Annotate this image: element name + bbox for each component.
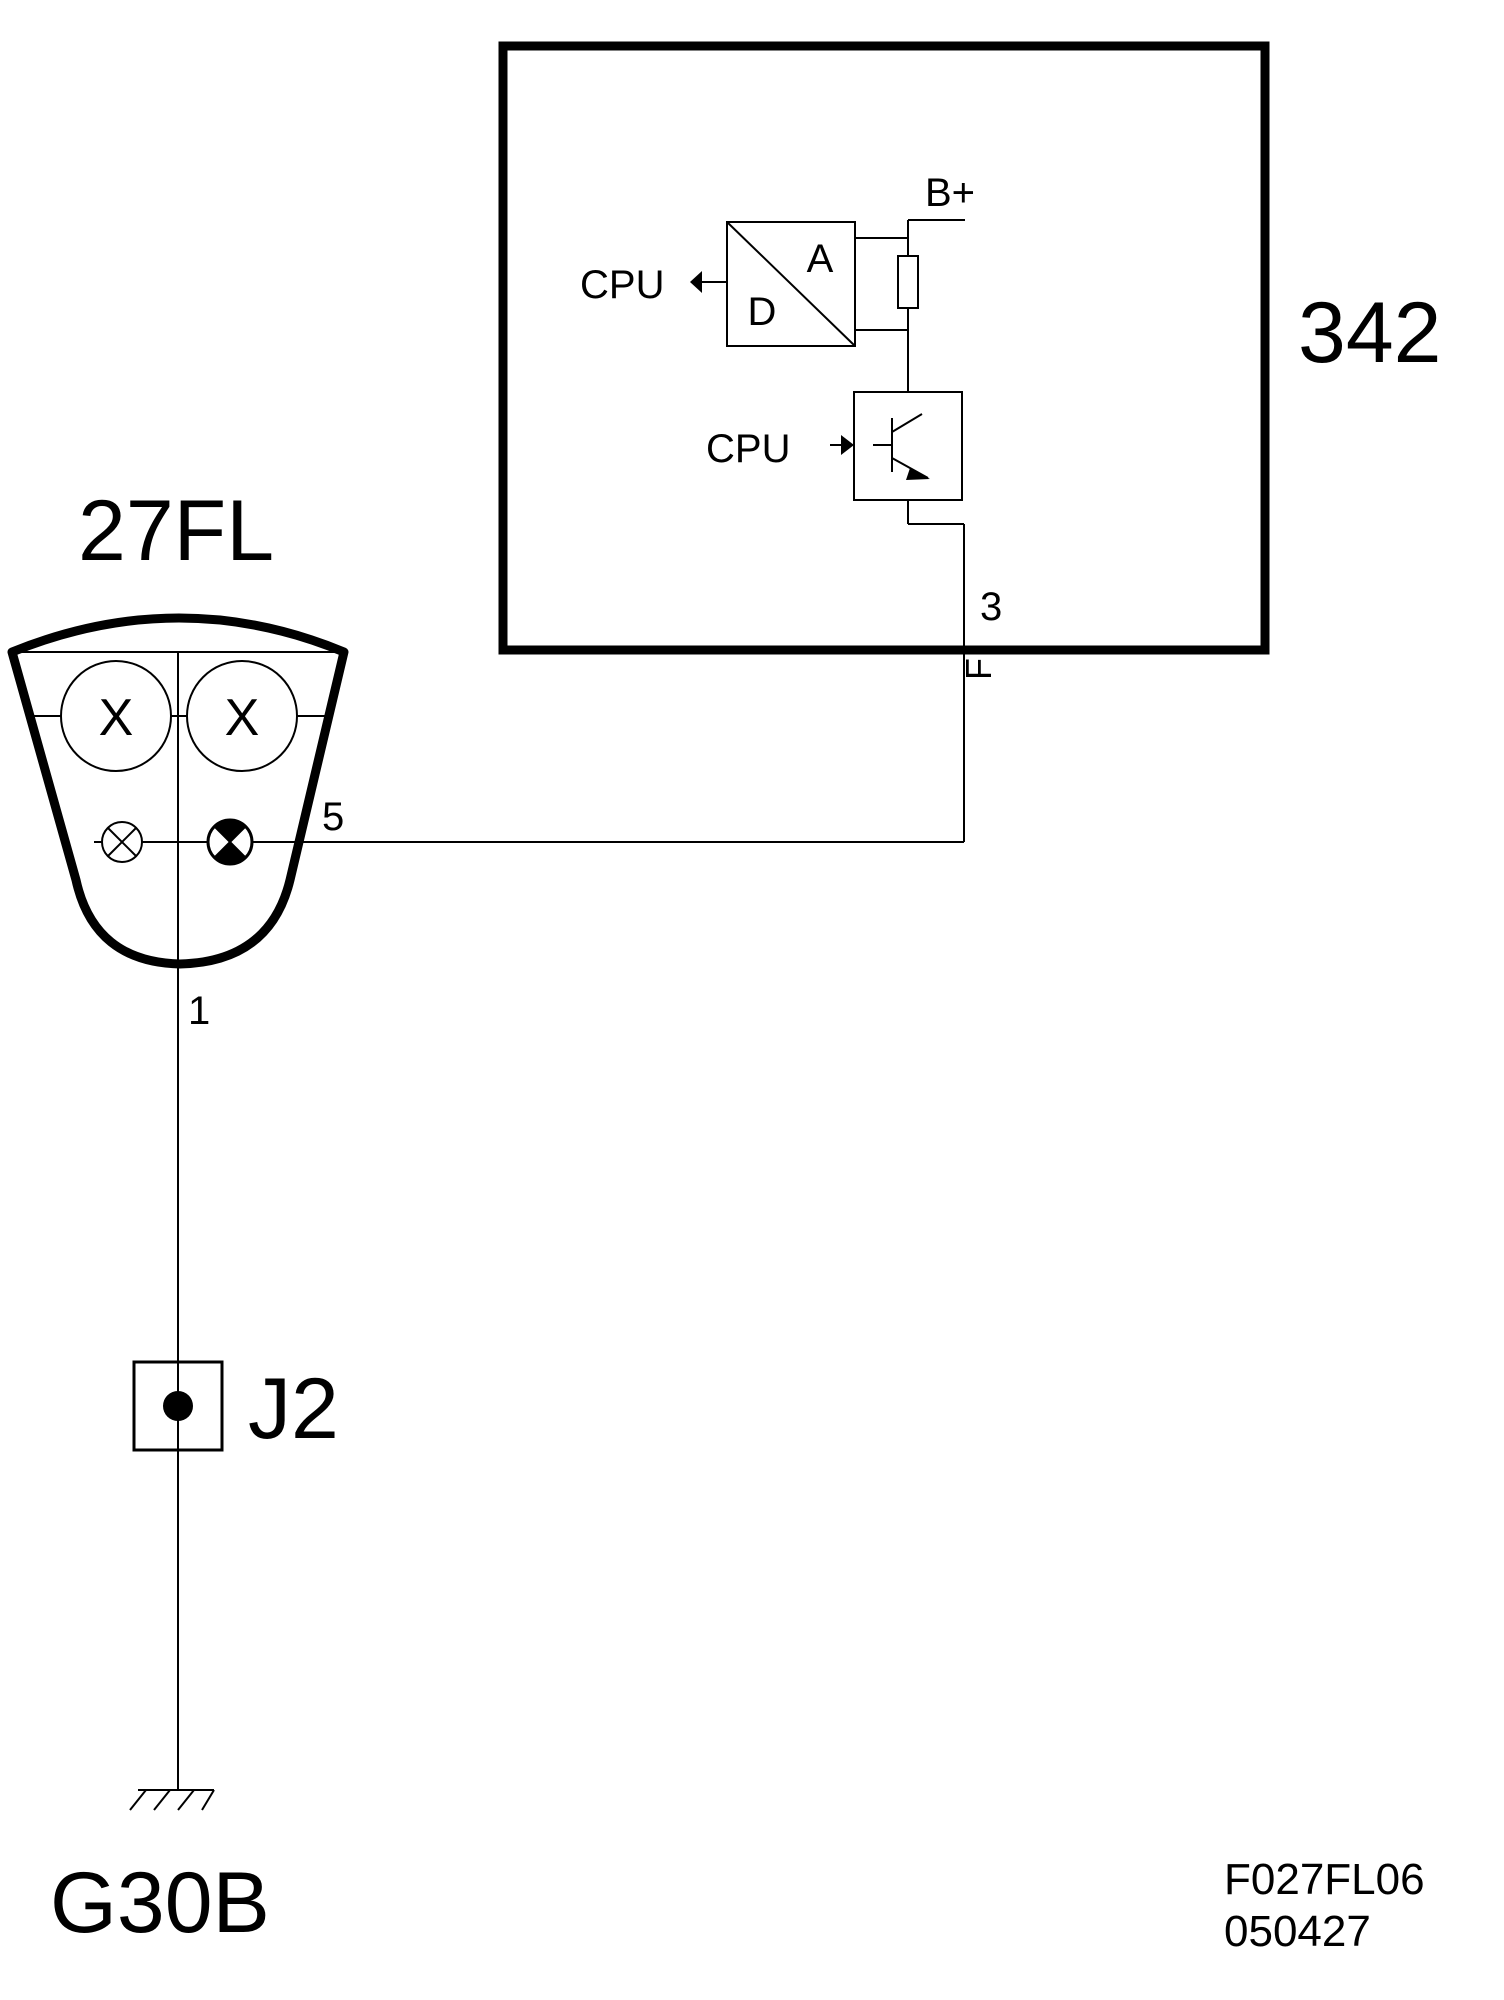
module-342: A D CPU B+ <box>498 41 1270 655</box>
pullup-resistor <box>897 255 919 309</box>
figure-date: 050427 <box>1224 1907 1371 1956</box>
cluster-27fl-outline <box>7 613 349 969</box>
cluster-gauge-left: X <box>60 660 172 772</box>
adc-a-label: A <box>807 237 834 281</box>
signal-wire <box>230 524 965 843</box>
module-342-frame <box>498 41 1270 655</box>
transistor-block <box>853 391 964 525</box>
pin-5-label: 5 <box>322 795 344 839</box>
ground-icon <box>129 1789 215 1811</box>
gauge-left-x: X <box>99 689 134 747</box>
b-plus-label: B+ <box>925 171 975 215</box>
cpu-out-arrow <box>690 271 727 293</box>
adc-d-label: D <box>748 290 777 334</box>
connector-f-label: F <box>958 658 999 680</box>
cpu-in-label: CPU <box>706 427 790 471</box>
gauge-right-x: X <box>225 689 260 747</box>
cpu-in-arrow <box>830 435 854 455</box>
cpu-out-label: CPU <box>580 263 664 307</box>
cluster-27fl: X X 5 <box>7 613 349 969</box>
lamp-icon-unused <box>101 821 143 863</box>
junction-j2-label: J2 <box>248 1361 339 1457</box>
junction-j2 <box>132 1360 224 1452</box>
ground-g30b-label: G30B <box>50 1855 270 1951</box>
pin-3-label: 3 <box>980 585 1002 629</box>
pin-1-label: 1 <box>188 989 210 1033</box>
b-plus-feed <box>897 219 965 392</box>
figure-code: F027FL06 <box>1224 1855 1425 1904</box>
cluster-27fl-label: 27FL <box>78 483 274 579</box>
cluster-gauge-right: X <box>186 660 298 772</box>
adc-block: A D <box>726 221 908 347</box>
warning-lamp-icon <box>206 818 254 866</box>
module-342-label: 342 <box>1298 285 1442 381</box>
